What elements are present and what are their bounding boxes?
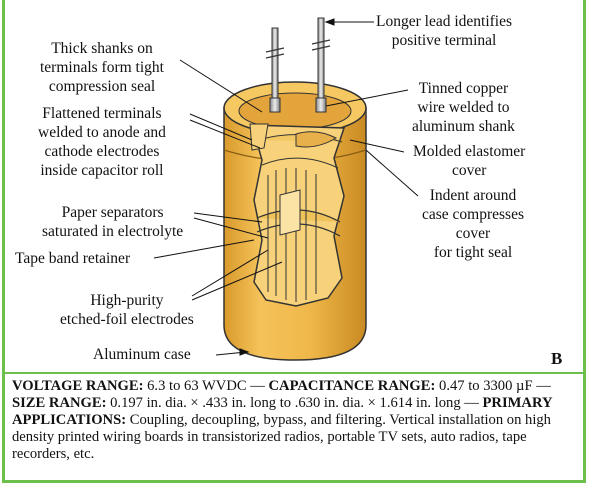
label-tape-band: Tape band retainer [15,250,131,267]
label-line: etched-foil electrodes [60,311,194,328]
applications-label: PRIMARY APPLICATIONS: [12,395,552,428]
applications-value: Coupling, decoupling, bypass, and filter… [12,412,551,462]
caption-divider [5,372,583,374]
label-line: cover [451,162,487,179]
size-range-label: SIZE RANGE: [12,395,107,411]
label-thick-shanks: Thick shanks on terminals form tight com… [40,39,164,96]
voltage-range-value: 6.3 to 63 WVDC — [143,378,269,394]
label-indent: Indent around case compresses cover for … [422,186,524,262]
label-line: welded to anode and [38,124,166,141]
label-foil-electrodes: High-purity etched-foil electrodes [60,291,194,329]
cutaway-roll [249,123,346,307]
voltage-range-label: VOLTAGE RANGE: [12,378,144,394]
lead-wires [265,17,331,113]
label-longer-lead: Longer lead identifies positive terminal [376,12,512,50]
capacitor-diagram [153,17,419,361]
spec-caption: VOLTAGE RANGE: 6.3 to 63 WVDC — CAPACITA… [12,378,578,463]
label-line: case compresses [422,206,524,223]
label-flattened-terminals: Flattened terminals welded to anode and … [38,104,166,180]
label-line: Molded elastomer [413,143,526,160]
leader-lines [153,18,419,356]
label-line: saturated in electrolyte [42,223,184,240]
label-paper-separators: Paper separators saturated in electrolyt… [42,203,183,241]
label-line: inside capacitor roll [40,162,164,179]
label-line: Flattened terminals [42,105,162,122]
label-line: for tight seal [433,244,513,261]
size-range-value: 0.197 in. dia. × .433 in. long to .630 i… [106,395,483,411]
panel-letter: B [551,349,563,368]
label-line: cathode electrodes [44,143,160,160]
label-aluminum-case: Aluminum case [93,346,191,363]
label-line: compression seal [48,78,156,95]
label-line: positive terminal [391,32,497,49]
label-line: terminals form tight [40,59,164,76]
capacitance-range-label: CAPACITANCE RANGE: [268,378,436,394]
label-line: cover [455,225,491,242]
label-line: Longer lead identifies [376,13,513,30]
label-line: Tinned copper [418,80,509,97]
label-line: Thick shanks on [51,40,153,57]
label-line: aluminum shank [412,118,515,135]
label-line: Paper separators [61,204,164,221]
label-tinned-copper: Tinned copper wire welded to aluminum sh… [412,79,515,136]
label-line: High-purity [90,292,164,309]
label-line: Indent around [429,187,517,204]
capacitance-range-value: 0.47 to 3300 µF — [435,378,551,394]
label-molded-cover: Molded elastomer cover [413,142,525,180]
label-line: wire welded to [417,99,510,116]
